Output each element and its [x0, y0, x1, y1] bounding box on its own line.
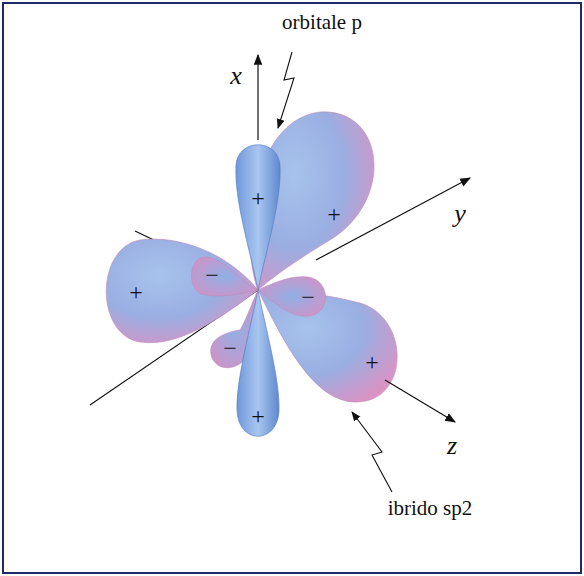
orbital-label: orbitale p: [282, 12, 362, 33]
sp2-small-lobe: [191, 257, 258, 296]
sp2-lobe: [258, 290, 397, 402]
axis-label: x: [230, 63, 242, 89]
frame: [3, 3, 581, 573]
leader-line: [352, 412, 392, 492]
z-axis: [385, 380, 455, 422]
sign-label: +: [129, 280, 143, 304]
sign-label: +: [365, 350, 379, 374]
sp2-small-lobe: [258, 277, 326, 317]
y-axis: [316, 178, 470, 260]
axis-label: z: [447, 433, 457, 459]
x-axis: [257, 55, 258, 140]
orbital-label: ibrido sp2: [388, 498, 473, 519]
sign-label: +: [251, 186, 265, 210]
sign-label: −: [205, 263, 219, 287]
sign-label: −: [223, 336, 237, 360]
leader-line: [278, 52, 294, 128]
sign-label: +: [327, 202, 341, 226]
sign-label: +: [251, 404, 265, 428]
sp2-lobe: [106, 239, 258, 343]
p-orbital-lobe: [236, 145, 280, 290]
axis-label: y: [454, 201, 466, 227]
p-orbital-lobe: [237, 290, 279, 436]
sign-label: −: [301, 285, 315, 309]
